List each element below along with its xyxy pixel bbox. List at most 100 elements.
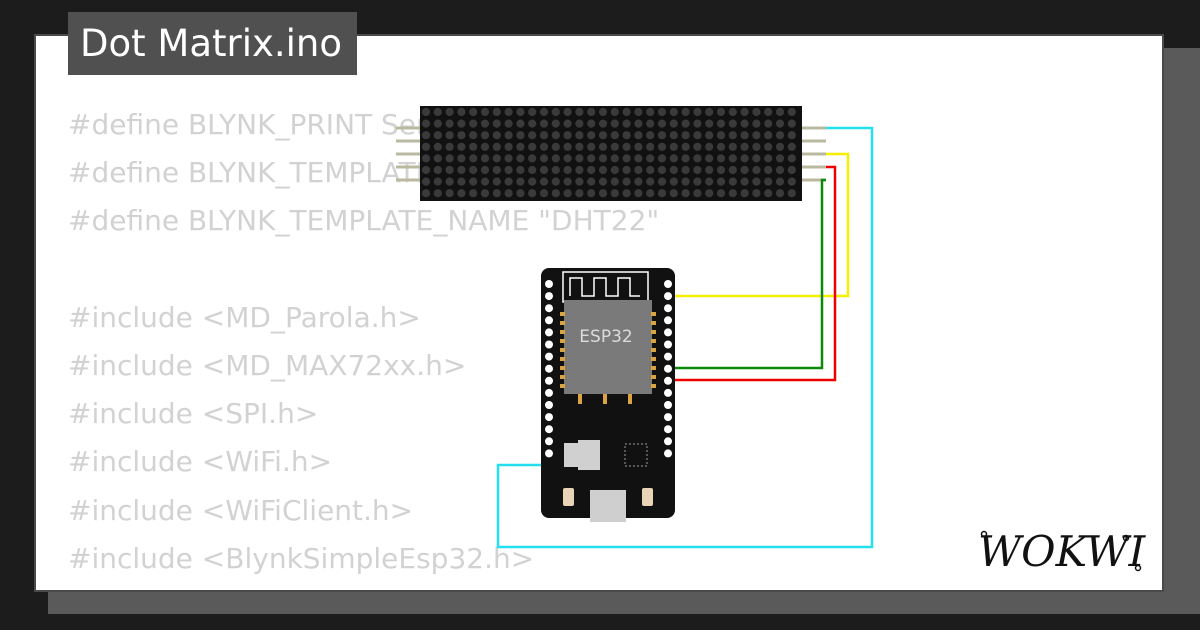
board-pin[interactable] bbox=[664, 364, 672, 373]
led-dot bbox=[728, 119, 737, 128]
code-line: #include <SPI.h> bbox=[68, 397, 319, 431]
led-dot bbox=[634, 189, 643, 198]
led-dot bbox=[693, 119, 702, 128]
board-pin[interactable] bbox=[545, 280, 553, 288]
led-dot bbox=[445, 107, 454, 117]
led-dot bbox=[539, 142, 549, 151]
led-dot bbox=[551, 119, 560, 128]
board-pin[interactable] bbox=[664, 304, 672, 313]
led-dot bbox=[587, 119, 596, 128]
led-dot bbox=[516, 142, 525, 151]
module-pin bbox=[560, 357, 565, 361]
led-dot bbox=[610, 131, 619, 140]
led-dot bbox=[622, 189, 631, 198]
module-pin bbox=[651, 348, 656, 352]
module-pin bbox=[603, 394, 607, 404]
led-dot bbox=[787, 142, 796, 151]
board-pin[interactable] bbox=[545, 376, 553, 385]
led-dot bbox=[740, 142, 749, 151]
board-pin[interactable] bbox=[545, 292, 553, 301]
led-dot bbox=[528, 131, 537, 140]
boot-button[interactable] bbox=[563, 488, 574, 506]
esp32-board-icon[interactable]: ESP32 bbox=[541, 268, 675, 522]
led-dot bbox=[634, 165, 643, 175]
board-pin[interactable] bbox=[664, 449, 672, 458]
led-dot bbox=[610, 119, 619, 128]
board-pin[interactable] bbox=[545, 352, 553, 361]
led-dot bbox=[740, 107, 749, 117]
led-dot bbox=[764, 142, 773, 151]
led-dot bbox=[504, 107, 513, 117]
led-dot bbox=[539, 131, 549, 140]
led-dot bbox=[681, 154, 690, 163]
board-pin[interactable] bbox=[664, 316, 672, 325]
led-dot bbox=[728, 107, 737, 117]
board-pin[interactable] bbox=[545, 413, 553, 422]
board-pin[interactable] bbox=[545, 425, 553, 434]
board-pin[interactable] bbox=[545, 316, 553, 325]
led-dot bbox=[752, 119, 761, 128]
led-dot bbox=[669, 154, 678, 163]
board-pin[interactable] bbox=[545, 388, 553, 397]
led-dot bbox=[445, 189, 454, 198]
led-dot-matrix-icon[interactable] bbox=[396, 106, 826, 201]
led-dot bbox=[551, 142, 560, 151]
led-dot bbox=[504, 119, 513, 128]
board-pin[interactable] bbox=[664, 425, 672, 434]
led-dot bbox=[622, 107, 631, 117]
led-dot bbox=[516, 177, 525, 186]
board-pin[interactable] bbox=[545, 304, 553, 313]
led-dot bbox=[787, 165, 796, 175]
led-dot bbox=[457, 119, 466, 128]
board-pin[interactable] bbox=[545, 401, 553, 409]
led-dot bbox=[587, 107, 596, 117]
board-pin[interactable] bbox=[664, 401, 672, 409]
board-pin[interactable] bbox=[664, 340, 672, 349]
led-dot bbox=[657, 154, 667, 163]
led-dot bbox=[563, 154, 572, 163]
code-line: #include <WiFiClient.h> bbox=[68, 493, 414, 527]
led-dot bbox=[705, 154, 714, 163]
led-dot bbox=[421, 154, 431, 163]
board-pin[interactable] bbox=[545, 364, 553, 373]
led-dot bbox=[445, 119, 454, 128]
board-pin[interactable] bbox=[664, 352, 672, 361]
led-dot bbox=[587, 189, 596, 198]
led-dot bbox=[764, 154, 773, 163]
led-dot bbox=[480, 177, 490, 186]
board-pin[interactable] bbox=[545, 340, 553, 349]
led-dot bbox=[622, 177, 631, 186]
board-pin[interactable] bbox=[545, 449, 553, 458]
voltage-regulator bbox=[578, 440, 600, 470]
board-pin[interactable] bbox=[664, 280, 672, 288]
led-dot bbox=[492, 142, 501, 151]
led-dot bbox=[610, 189, 619, 198]
reset-button[interactable] bbox=[642, 488, 653, 506]
board-pin[interactable] bbox=[664, 413, 672, 422]
led-dot bbox=[740, 154, 749, 163]
led-dot bbox=[657, 119, 667, 128]
board-pin[interactable] bbox=[664, 388, 672, 397]
board-pin[interactable] bbox=[664, 376, 672, 385]
led-dot bbox=[693, 142, 702, 151]
led-dot bbox=[563, 165, 572, 175]
module-pin bbox=[560, 348, 565, 352]
project-title[interactable]: Dot Matrix.ino bbox=[68, 12, 357, 75]
board-pin[interactable] bbox=[664, 292, 672, 301]
board-pin[interactable] bbox=[545, 328, 553, 337]
led-dot bbox=[787, 119, 796, 128]
led-dot bbox=[492, 107, 501, 117]
led-dot bbox=[728, 142, 737, 151]
led-dot bbox=[445, 177, 454, 186]
module-pin bbox=[560, 312, 565, 316]
led-dot bbox=[598, 131, 608, 140]
led-dot bbox=[610, 142, 619, 151]
led-dot bbox=[457, 131, 466, 140]
board-pin[interactable] bbox=[664, 437, 672, 446]
board-pin[interactable] bbox=[545, 437, 553, 446]
esp32-module bbox=[564, 300, 652, 394]
led-dot bbox=[528, 119, 537, 128]
led-dot bbox=[752, 154, 761, 163]
board-pin[interactable] bbox=[664, 328, 672, 337]
